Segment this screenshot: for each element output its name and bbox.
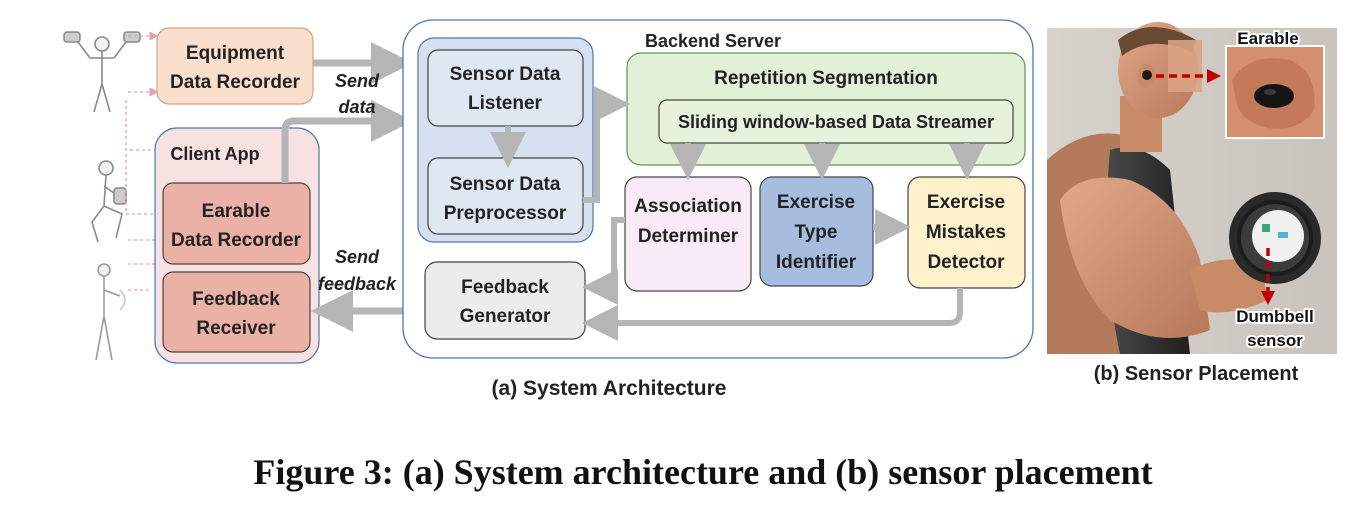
exercise-type-line3: Identifier [776,252,857,273]
backend-flow-arrows [490,86,985,341]
exercise-figures [63,31,141,361]
earable-inset-image [1225,45,1325,139]
dumbbell-label-line2: sensor [1247,331,1303,350]
preprocessor-to-segmentation-arrow [583,86,630,203]
transfer-arrows [281,42,413,332]
mistakes-line1: Exercise [927,192,1005,213]
send-data-label-line2: data [338,97,375,117]
figure-lunge-icon [95,263,126,361]
figure-connection-lines [125,31,165,291]
feedback-generator-line2: Generator [460,306,551,327]
send-feedback-label-line1: Send [335,247,380,267]
feedback-receiver-line2: Receiver [196,318,276,339]
association-to-feedback-arrow [582,217,625,305]
system-architecture: Equipment Data Recorder Client App Earab… [63,19,1034,400]
client-app-container: Client App Earable Data Recorder Feedbac… [154,127,320,364]
sensor-placement-photo [1047,22,1337,354]
backend-title: Backend Server [645,31,781,51]
equipment-label-line1: Equipment [186,43,285,64]
repetition-segmentation-title: Repetition Segmentation [714,68,938,89]
send-feedback-label-line2: feedback [318,274,397,294]
earable-photo-label: Earable [1237,29,1298,48]
dumbbell-image [1229,192,1321,284]
feedback-generator-box [424,261,586,340]
subcaption-b: (b) Sensor Placement [1094,363,1299,385]
listener-line2: Listener [468,93,543,114]
figure-caption: Figure 3: (a) System architecture and (b… [253,452,1152,492]
figure-squat-icon [91,160,127,243]
feedback-receiver-line1: Feedback [192,289,280,310]
mistakes-line2: Mistakes [926,222,1006,243]
earable-send-arrow [281,100,413,183]
sensor-data-listener-box [427,49,584,127]
preprocessor-line1: Sensor Data [450,174,561,195]
subcaption-a: (a) System Architecture [492,377,727,400]
client-app-title: Client App [170,144,259,164]
listener-line1: Sensor Data [450,64,561,85]
feedback-receiver-box [162,271,311,353]
streamer-label: Sliding window-based Data Streamer [678,112,994,132]
sensor-placement: Earable Dumbbell sensor (b) Sensor Place… [1047,22,1337,385]
equipment-label-line2: Data Recorder [170,72,300,93]
feedback-generator-line1: Feedback [461,277,549,298]
figure-standing-dumbbell-icon [63,31,141,113]
exercise-type-line2: Type [795,222,838,243]
sliding-window-streamer-box [658,99,1014,144]
preprocessor-line2: Preprocessor [444,203,567,224]
mistakes-line3: Detector [927,252,1005,273]
send-data-label-line1: Send [335,71,380,91]
dumbbell-label-line1: Dumbbell [1236,307,1313,326]
equipment-data-recorder-box: Equipment Data Recorder [156,27,314,105]
earable-data-recorder-box [162,182,311,265]
backend-server-container: Backend Server Sensor Data Listener Sens… [402,19,1034,359]
mistakes-to-feedback-arrow [582,288,963,341]
earable-label-line2: Data Recorder [171,230,301,251]
association-line1: Association [634,196,742,217]
association-line2: Determiner [638,226,739,247]
exercise-type-line1: Exercise [777,192,855,213]
earable-label-line1: Earable [202,201,271,222]
